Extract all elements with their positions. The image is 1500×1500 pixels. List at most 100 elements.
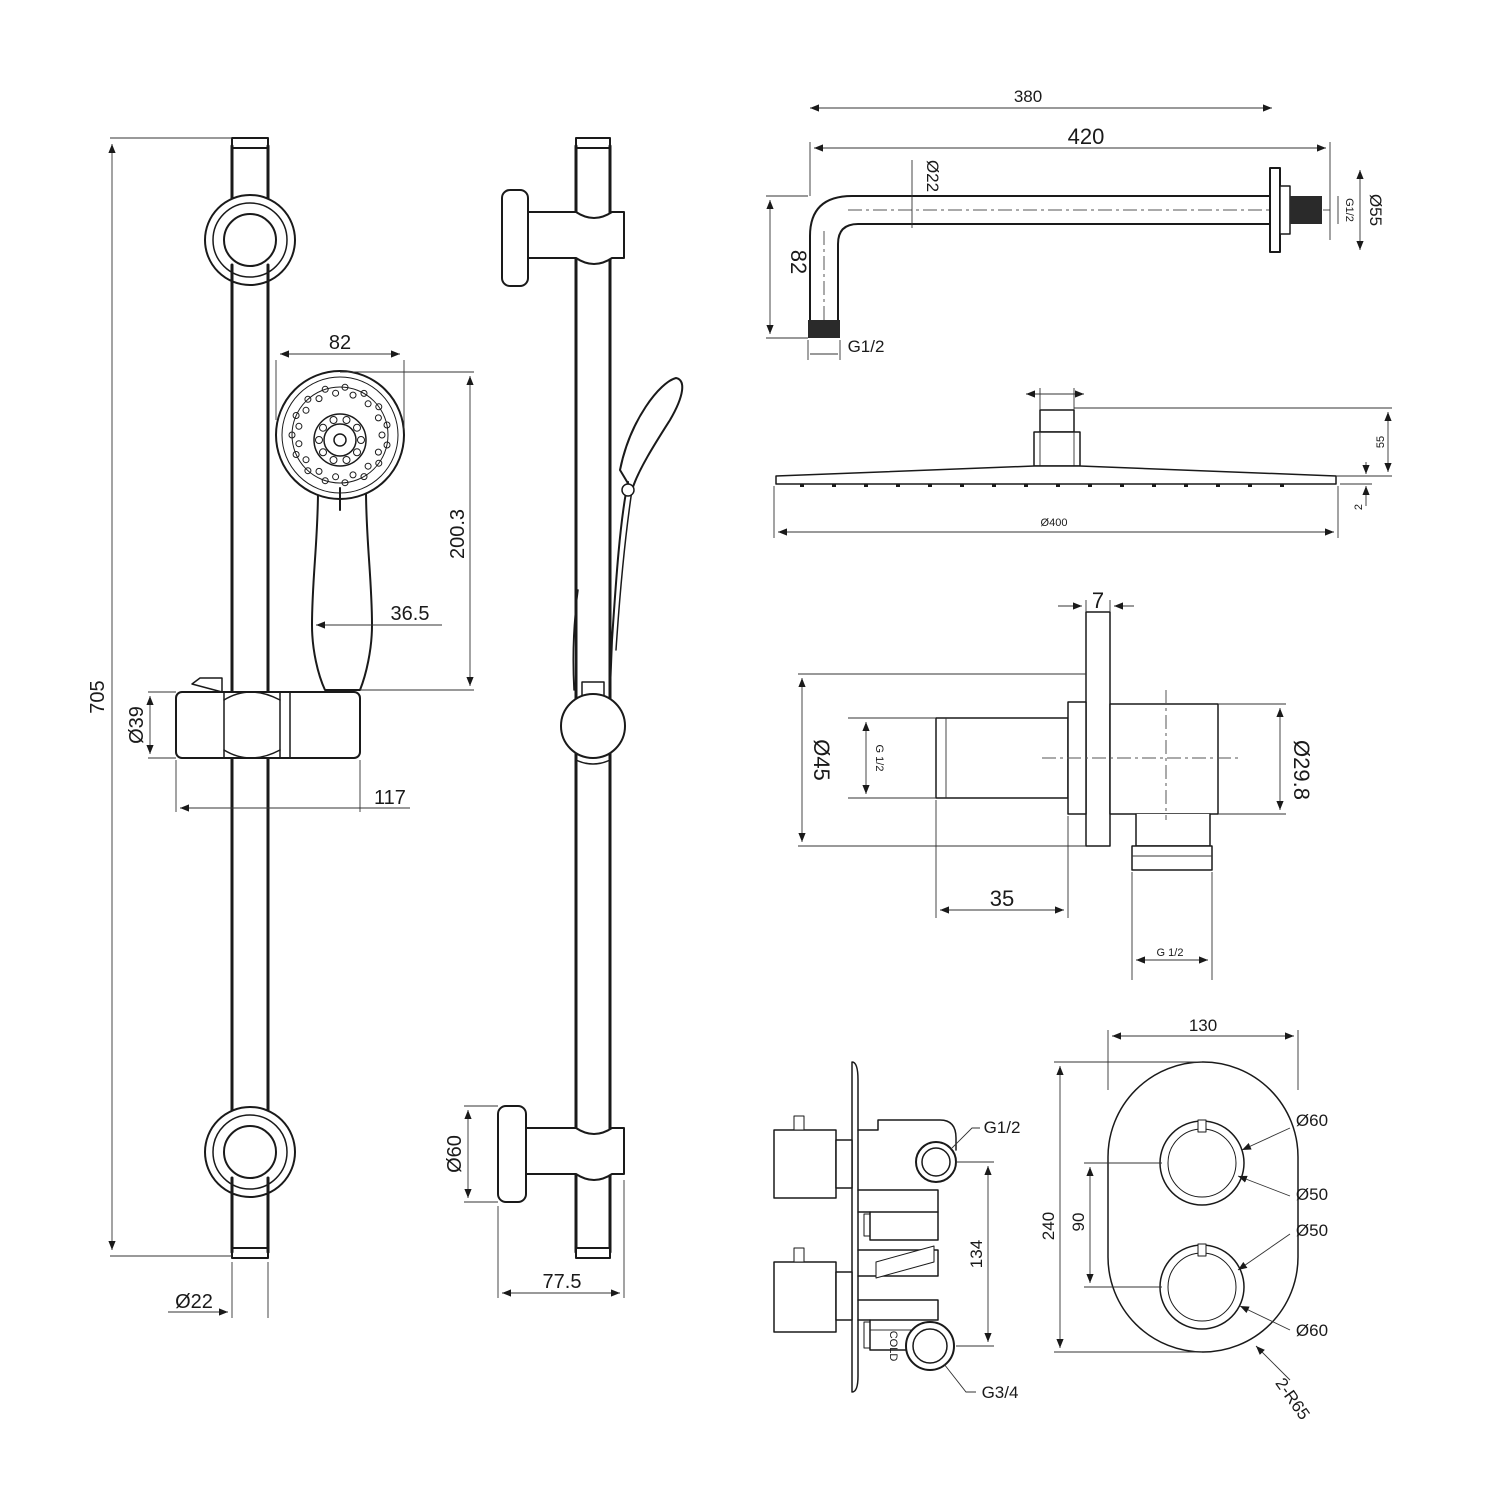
spray-nozzle bbox=[304, 467, 312, 475]
arm-drop-label: 82 bbox=[786, 250, 811, 274]
spray-nozzle bbox=[383, 441, 391, 449]
spray-nozzle bbox=[304, 395, 312, 403]
valve-inner-top-dia-label: Ø50 bbox=[1296, 1185, 1328, 1204]
spray-nozzle bbox=[341, 383, 349, 391]
valve-outer-bottom-dia-label: Ø60 bbox=[1296, 1321, 1328, 1340]
outlet-wall-plate bbox=[1085, 611, 1111, 847]
spray-nozzle bbox=[321, 385, 329, 393]
slider-holder bbox=[175, 677, 361, 759]
spray-nozzle bbox=[329, 416, 338, 424]
rail-height-label: 705 bbox=[87, 680, 109, 713]
spray-nozzle bbox=[360, 473, 368, 481]
spray-nozzle bbox=[332, 389, 340, 397]
plate-dia-label: Ø45 bbox=[809, 739, 834, 781]
handset-length-label: 200.3 bbox=[447, 509, 469, 559]
spray-nozzle bbox=[342, 456, 351, 464]
spray-nozzle bbox=[295, 440, 303, 448]
valve-front-drawing: 130 240 90 Ø60 Ø50 Ø50 Ø60 2-R65 bbox=[1039, 1016, 1328, 1423]
head-nozzle bbox=[864, 484, 868, 487]
outlet-thread-label: G 1/2 bbox=[1157, 947, 1184, 959]
spray-nozzle bbox=[378, 431, 386, 439]
spray-nozzle bbox=[288, 431, 296, 439]
valve-side-drawing: COLD G1/2 134 G3/4 bbox=[773, 1061, 1021, 1402]
rail-bottom-cap bbox=[231, 1247, 269, 1259]
bottom-bracket-side bbox=[497, 1105, 527, 1203]
spray-nozzle bbox=[357, 436, 365, 444]
side-bracket-dia-label: Ø60 bbox=[444, 1135, 466, 1173]
head-nozzle bbox=[928, 484, 932, 487]
valve-width-label: 130 bbox=[1189, 1016, 1217, 1035]
spray-nozzle bbox=[302, 456, 310, 464]
head-nozzle bbox=[1024, 484, 1028, 487]
head-connector bbox=[1039, 409, 1075, 433]
spray-nozzle bbox=[315, 467, 323, 475]
top-bracket-side bbox=[501, 189, 529, 287]
head-nozzle bbox=[1152, 484, 1156, 487]
head-nozzles bbox=[800, 484, 1284, 487]
head-nozzle bbox=[1248, 484, 1252, 487]
inlet-thread-label: G 1/2 bbox=[873, 745, 885, 772]
outlet-body bbox=[1109, 703, 1219, 815]
head-nozzle bbox=[1216, 484, 1220, 487]
spray-nozzle bbox=[315, 395, 323, 403]
head-nozzle bbox=[1184, 484, 1188, 487]
valve-inlet-spacing-label: 134 bbox=[967, 1240, 986, 1268]
rail-top-cap bbox=[231, 137, 269, 149]
top-wall-bracket bbox=[204, 194, 296, 302]
spray-nozzle bbox=[374, 414, 382, 422]
spray-nozzle bbox=[360, 389, 368, 397]
head-height-label: 55 bbox=[1375, 436, 1387, 448]
valve-outer-top-dia-label: Ø60 bbox=[1296, 1111, 1328, 1130]
head-nozzle bbox=[1120, 484, 1124, 487]
spray-nozzle bbox=[349, 391, 357, 399]
outlet-thread bbox=[808, 320, 840, 338]
spray-nozzle bbox=[292, 412, 300, 419]
valve-cold-stamp: COLD bbox=[887, 1331, 899, 1362]
head-nozzle bbox=[960, 484, 964, 487]
shower-arm-drawing: 380 420 Ø22 82 G1/2 Ø55 G1/2 bbox=[766, 87, 1385, 360]
spray-nozzle bbox=[349, 471, 357, 479]
valve-height-label: 240 bbox=[1039, 1212, 1058, 1240]
spray-nozzle bbox=[315, 436, 323, 444]
head-thickness-label: 2 bbox=[1353, 504, 1365, 510]
flange-dia-label: Ø55 bbox=[1366, 194, 1385, 226]
spray-nozzle bbox=[383, 421, 391, 429]
spray-nozzle bbox=[329, 456, 338, 464]
wall-outlet-drawing: 7 Ø45 G 1/2 Ø29.8 35 G 1/2 bbox=[798, 588, 1314, 980]
head-nozzle bbox=[1280, 484, 1284, 487]
spray-nozzle bbox=[295, 422, 303, 430]
rail-side-view: Ø60 77.5 bbox=[444, 137, 684, 1298]
head-plate bbox=[775, 465, 1337, 485]
arm-tube-dia-label: Ø22 bbox=[923, 160, 942, 192]
valve-outlet-thread-label: G1/2 bbox=[984, 1118, 1021, 1137]
handset-width-label: 82 bbox=[329, 332, 351, 354]
head-nozzle bbox=[992, 484, 996, 487]
valve-top-knob bbox=[1159, 1120, 1245, 1206]
shower-head-drawing: 55 2 Ø400 bbox=[773, 388, 1392, 538]
slider-side bbox=[560, 693, 626, 759]
valve-radius-label: 2-R65 bbox=[1271, 1374, 1313, 1423]
valve-inner-bottom-dia-label: Ø50 bbox=[1296, 1221, 1328, 1240]
rail-dia-label: Ø22 bbox=[175, 1291, 213, 1313]
spray-nozzle bbox=[341, 479, 349, 487]
arm-inner-length-label: 380 bbox=[1014, 87, 1042, 106]
outlet-spout bbox=[1135, 813, 1211, 847]
head-nozzle bbox=[1088, 484, 1092, 487]
bracket-dia-label: Ø39 bbox=[126, 706, 148, 744]
arm-wall-flange bbox=[1269, 167, 1281, 253]
valve-knob-spacing-label: 90 bbox=[1069, 1213, 1088, 1232]
spray-nozzle bbox=[364, 462, 372, 470]
head-nozzle bbox=[800, 484, 804, 487]
arm-wall-thread-label: G1/2 bbox=[1343, 198, 1355, 222]
spray-nozzle bbox=[342, 416, 351, 424]
valve-bottom-knob-side bbox=[773, 1261, 837, 1333]
spray-nozzle bbox=[319, 448, 327, 457]
spray-nozzle bbox=[375, 459, 383, 467]
spray-nozzle bbox=[374, 448, 382, 456]
spray-nozzle bbox=[353, 448, 361, 457]
handset-front bbox=[275, 370, 405, 691]
handle-dia-label: 36.5 bbox=[391, 603, 430, 625]
head-nozzle bbox=[896, 484, 900, 487]
inlet-length-label: 35 bbox=[990, 886, 1014, 911]
